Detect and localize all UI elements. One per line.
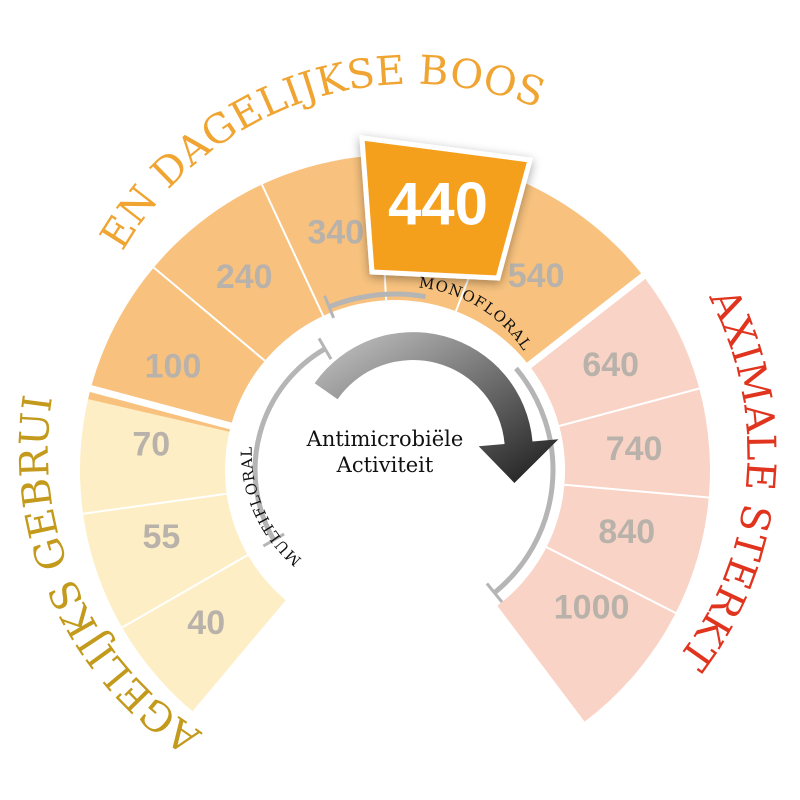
scale-bands [252, 291, 556, 604]
value-640-label: 640 [582, 346, 639, 384]
band-end-cap [317, 337, 333, 360]
value-840-label: 840 [598, 513, 655, 551]
gap-boost-max [525, 270, 650, 370]
band-end-cap [323, 295, 335, 319]
highlight-440-value: 440 [388, 171, 488, 238]
activity-arrow [314, 332, 559, 483]
band-end-cap [485, 582, 504, 604]
max-strength-divider [558, 387, 700, 427]
highlight-440-box [359, 135, 534, 281]
multifloral-label: MULTIFLORAL [238, 446, 305, 570]
daily-use-divider [121, 554, 249, 629]
value-540-label: 540 [508, 257, 565, 295]
segment-labels: 40 55 70 100 240 340 540 640 740 840 1000 [132, 213, 662, 642]
highlight-440-group: 440 [359, 135, 534, 281]
value-340-label: 340 [307, 213, 364, 251]
gap-use-boost [84, 383, 234, 430]
mono-band-right [492, 366, 556, 595]
multi-band [252, 346, 327, 542]
daily-use-divider [82, 492, 227, 515]
value-55-label: 55 [142, 518, 180, 556]
value-1000-label: 1000 [554, 589, 630, 627]
mono-band-top [328, 291, 427, 310]
value-40-label: 40 [187, 604, 225, 642]
value-740-label: 740 [606, 430, 663, 468]
daily-boost-divider [153, 266, 266, 362]
value-100-label: 100 [145, 348, 202, 386]
daily-use-sector [79, 388, 286, 712]
max-strength-divider [564, 483, 709, 499]
max-strength-divider [546, 546, 677, 614]
max-strength-sector [497, 276, 710, 722]
value-240-label: 240 [216, 258, 273, 296]
value-70-label: 70 [132, 425, 170, 463]
band-end-cap [262, 532, 285, 548]
daily-boost-divider [260, 184, 325, 317]
center-line-1: Antimicrobiële [306, 427, 464, 451]
multifloral-label-text: MULTIFLORAL [238, 446, 304, 570]
center-line-2: Activiteit [336, 453, 434, 477]
